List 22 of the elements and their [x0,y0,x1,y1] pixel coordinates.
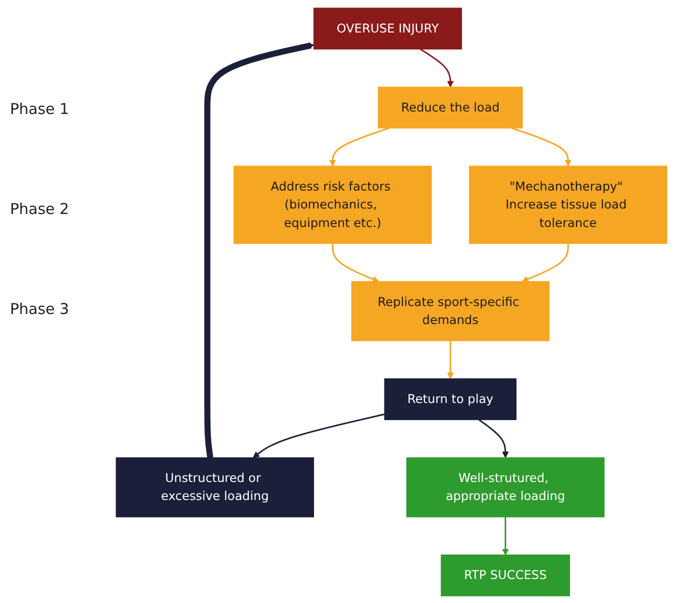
node-box: RTP SUCCESS [440,554,570,596]
arrow [204,42,314,458]
arrow [420,48,454,87]
arrow [478,418,509,458]
arrow [511,126,572,166]
node-box: Well-strutured, appropriate loading [406,456,605,517]
node-box: "Mechanotherapy" Increase tissue load tolerance [468,165,668,244]
node-box: Return to play [384,378,517,420]
arrow [332,243,379,282]
phase-label: Phase 1 [10,100,70,118]
arrow [329,126,390,166]
node-box: Reduce the load [378,86,523,128]
phase-label: Phase 3 [10,300,70,318]
node-box: Address risk factors (biomechanics, equipment etc.) [234,165,432,244]
node-box: OVERUSE INJURY [313,7,462,49]
arrow [522,243,569,282]
node-box: Replicate sport-specific demands [351,280,550,341]
arrow [252,413,385,458]
phase-label: Phase 2 [10,200,70,218]
arrow [447,340,454,379]
arrow [502,516,509,555]
node-box: Unstructured or excessive loading [116,456,314,517]
